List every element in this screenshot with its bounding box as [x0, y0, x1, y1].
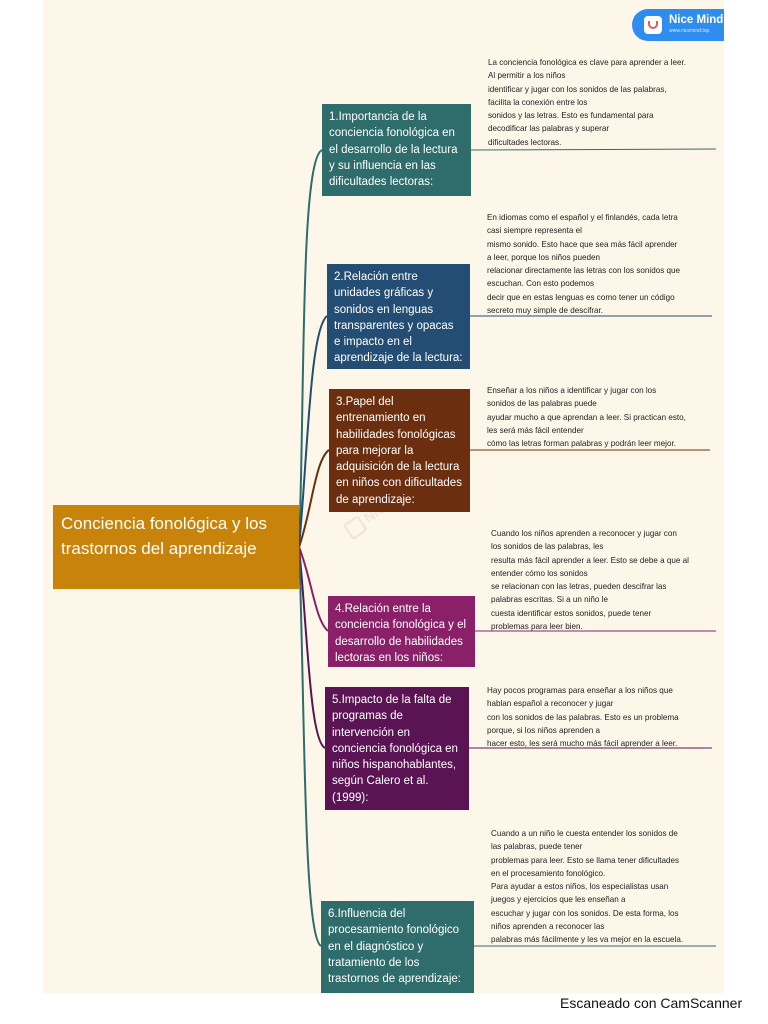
detail-line: niños aprenden a reconocer las [491, 922, 605, 932]
detail-line: resulta más fácil aprender a leer. Esto … [491, 555, 689, 565]
detail-line: secreto muy simple de descifrar. [487, 306, 604, 316]
detail-line: Hay pocos programas para enseñar a los n… [487, 686, 673, 695]
nicemind-logo-icon [644, 16, 662, 34]
detail-line: hacer esto, les será mucho más fácil apr… [487, 739, 678, 749]
detail-line: dificultades lectoras. [488, 137, 562, 147]
connector-topic-5 [298, 546, 326, 749]
topic-5-detail[interactable]: Hay pocos programas para enseñar a los n… [487, 684, 709, 750]
nicemind-badge[interactable]: Nice Mind www.nicemind.top [632, 9, 724, 41]
topic-2[interactable]: 2.Relación entre unidades gráficas y son… [327, 264, 470, 369]
detail-line: se relacionan con las letras, pueden des… [491, 582, 667, 592]
topic-5[interactable]: 5.Impacto de la falta de programas de in… [325, 687, 469, 810]
topic-3-detail[interactable]: Enseñar a los niños a identificar y juga… [487, 384, 709, 450]
detail-line: entender cómo los sonidos [491, 568, 588, 578]
detail-line: La conciencia fonológica es clave para a… [488, 58, 686, 67]
detail-line: problemas para leer bien. [491, 622, 583, 632]
detail-line: los sonidos de las palabras, les [491, 542, 604, 552]
detail-line: En idiomas como el español y el finlandé… [487, 213, 678, 222]
detail-line: juegos y ejercicios que les enseñan a [491, 895, 626, 905]
connector-topic-6 [298, 546, 322, 947]
detail-line: relacionar directamente las letras con l… [487, 266, 681, 276]
topic-4[interactable]: 4.Relación entre la conciencia fonológic… [328, 596, 475, 667]
detail-line: cuesta identificar estos sonidos, puede … [491, 608, 652, 618]
connector-topic-4 [298, 546, 329, 632]
topic-2-detail[interactable]: En idiomas como el español y el finlandé… [487, 211, 709, 317]
detail-line: hablan español a reconocer y jugar [487, 699, 614, 709]
topic-3[interactable]: 3.Papel del entrenamiento en habilidades… [329, 389, 470, 512]
topic-1-detail[interactable]: La conciencia fonológica es clave para a… [488, 56, 720, 149]
detail-line: casi siempre representa el [487, 226, 582, 236]
detail-line: a leer, porque los niños pueden [487, 252, 600, 262]
detail-line: porque, si los niños aprenden a [487, 725, 600, 735]
detail-line: en el procesamiento fonológico. [491, 868, 606, 878]
topic-6[interactable]: 6.Influencia del procesamiento fonológic… [321, 901, 474, 993]
topic-4-detail[interactable]: Cuando los niños aprenden a reconocer y … [491, 527, 713, 633]
camscanner-footer: Escaneado con CamScanner [560, 995, 743, 1011]
connector-detail-1 [470, 148, 717, 151]
detail-line: problemas para leer. Esto se llama tener… [491, 855, 680, 865]
detail-line: ayudar mucho a que aprendan a leer. Si p… [487, 412, 686, 422]
detail-line: sonidos de las palabras puede [487, 399, 597, 409]
connector-topic-1 [298, 149, 323, 548]
detail-line: las palabras, puede tener [491, 842, 583, 852]
topic-1[interactable]: 1.Importancia de la conciencia fonológic… [322, 104, 471, 196]
detail-line: cómo las letras forman palabras y podrán… [487, 439, 676, 449]
detail-line: Cuando a un niño le cuesta entender los … [491, 829, 678, 838]
detail-line: palabras más fácilmente y les va mejor e… [491, 935, 684, 945]
detail-line: Enseñar a los niños a identificar y juga… [487, 386, 657, 395]
detail-line: decodificar las palabras y superar [488, 124, 610, 134]
detail-line: escuchan. Con esto podemos [487, 279, 595, 289]
brand-name: Nice Mind [669, 14, 724, 26]
topic-6-detail[interactable]: Cuando a un niño le cuesta entender los … [491, 827, 713, 947]
detail-line: con los sonidos de las palabras. Esto es… [487, 712, 679, 722]
detail-line: decir que en estas lenguas es como tener… [487, 292, 675, 302]
detail-line: palabras escritas. Si a un niño le [491, 595, 608, 605]
connector-topic-3 [298, 449, 330, 548]
detail-line: sonidos y las letras. Esto es fundamenta… [488, 111, 654, 121]
connector-topic-2 [298, 315, 328, 548]
central-topic[interactable]: Conciencia fonológica y los trastornos d… [53, 505, 299, 589]
detail-line: mismo sonido. Esto hace que sea más fáci… [487, 239, 678, 249]
detail-line: Al permitir a los niños [488, 71, 566, 81]
detail-line: Cuando los niños aprenden a reconocer y … [491, 529, 677, 538]
detail-line: Para ayudar a estos niños, los especiali… [491, 882, 669, 892]
detail-line: escuchar y jugar con los sonidos. De est… [491, 908, 679, 918]
detail-line: identificar y jugar con los sonidos de l… [488, 84, 667, 94]
detail-line: facilita la conexión entre los [488, 97, 588, 107]
brand-url: www.nicemind.top [669, 28, 710, 34]
detail-line: les será más fácil entender [487, 425, 584, 435]
